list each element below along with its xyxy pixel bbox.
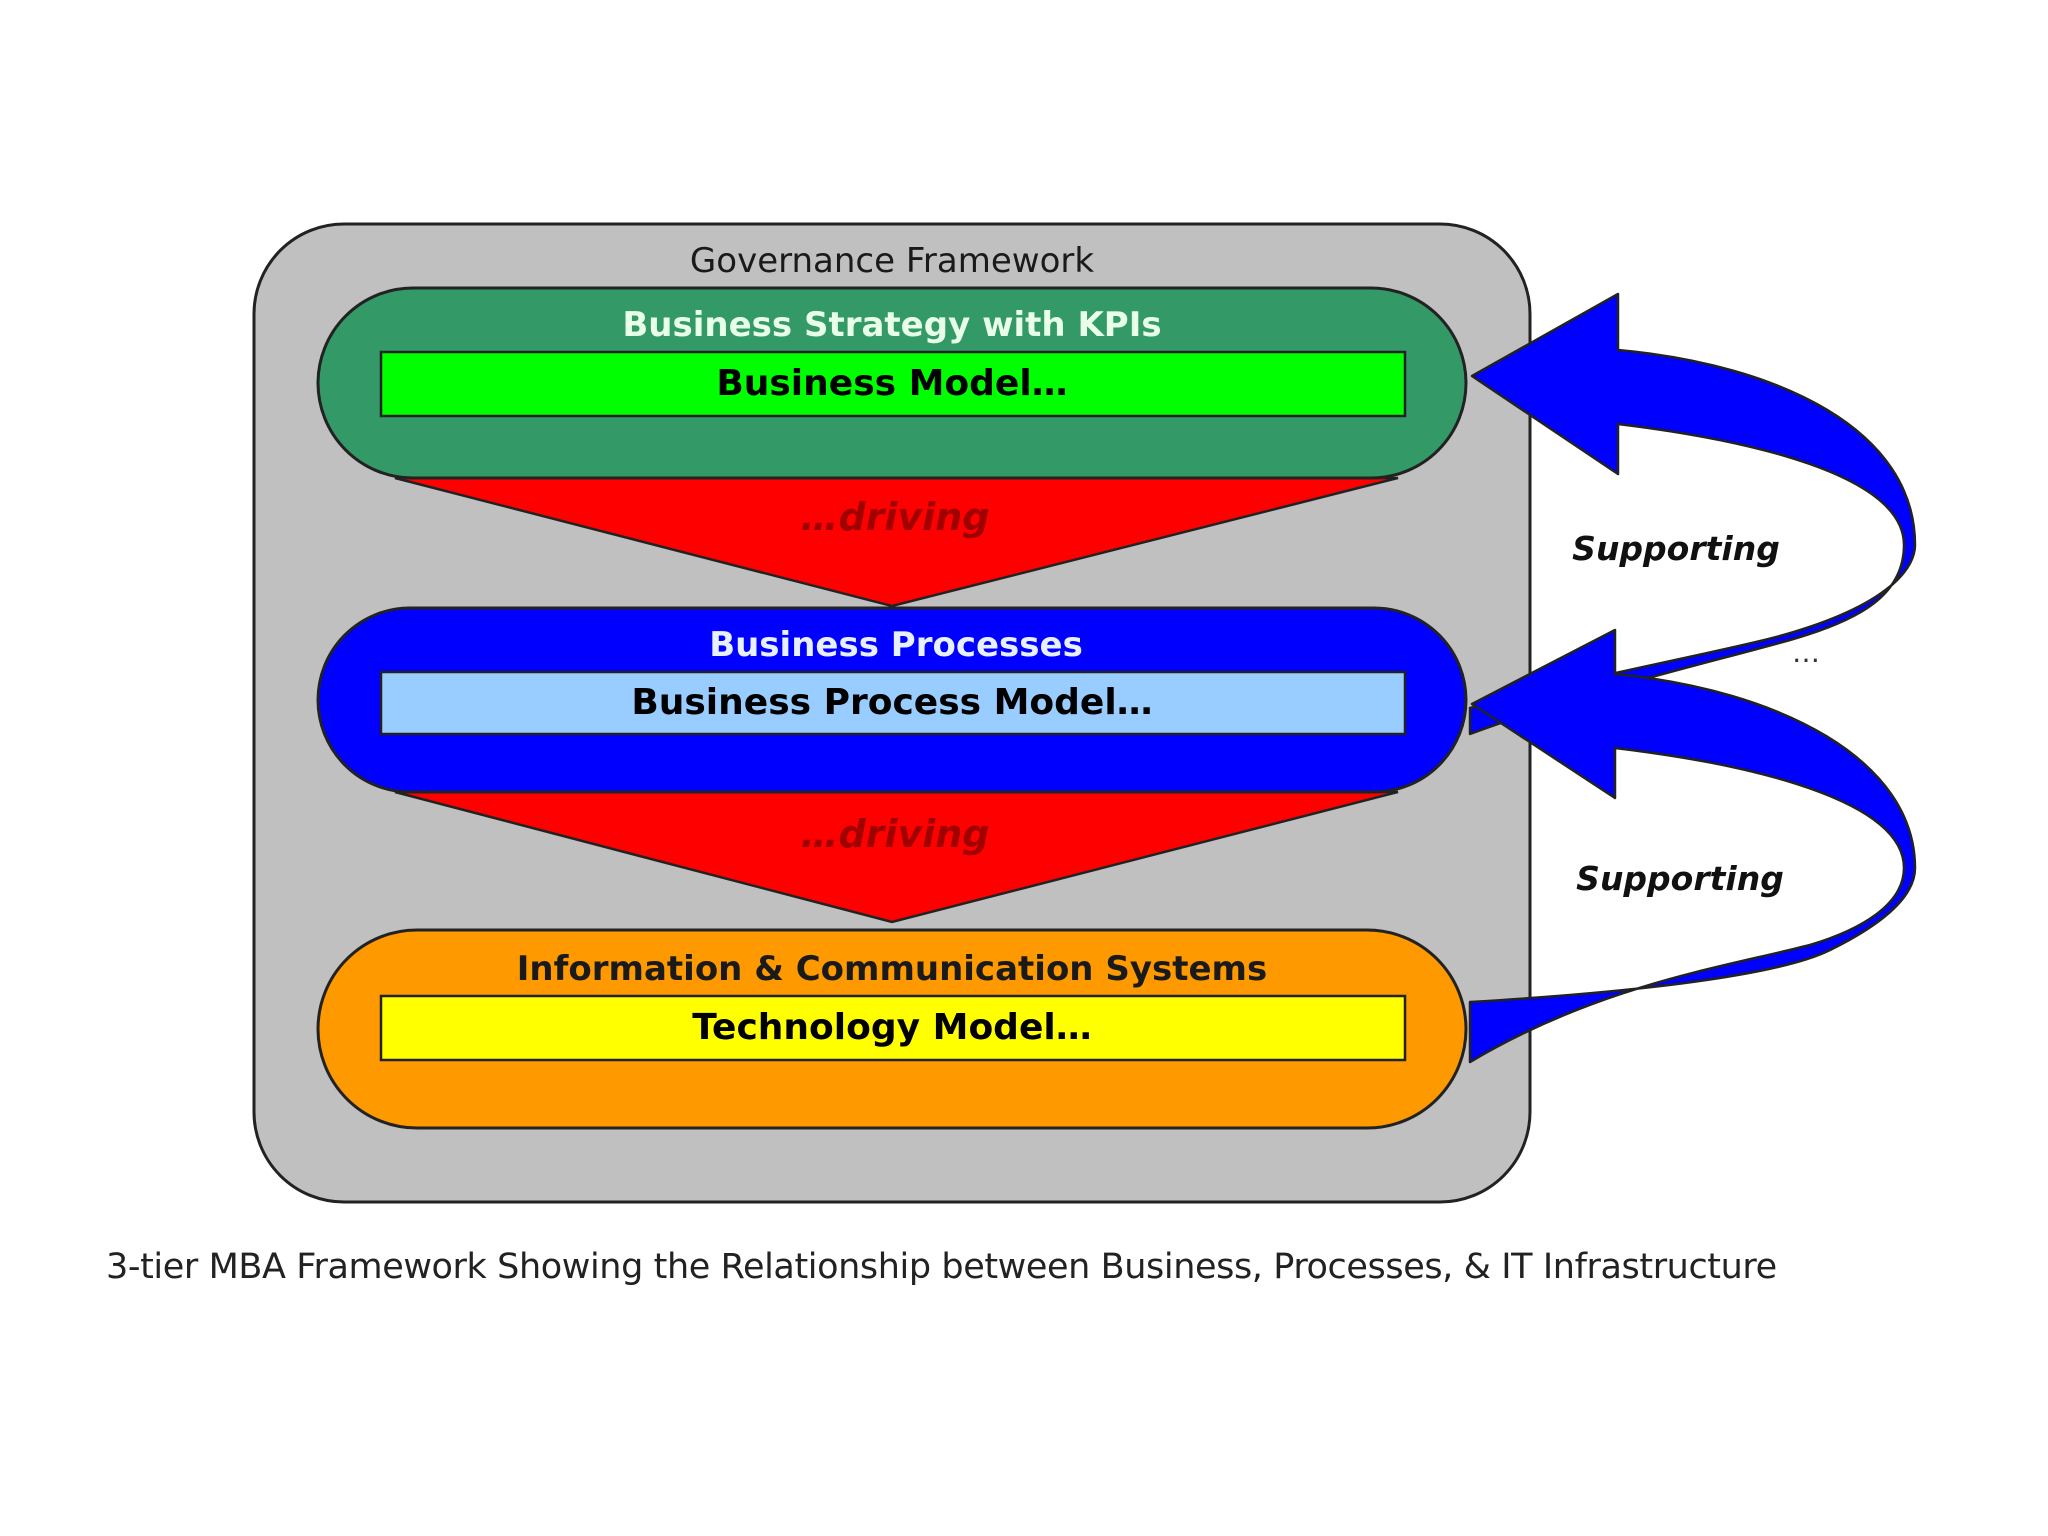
tier-business-processes-title: Business Processes [709,625,1083,665]
supporting-ellipsis: … [1792,636,1820,669]
business-process-model-label: Business Process Model… [631,682,1152,723]
driving-label-2: …driving [800,812,989,856]
governance-title: Governance Framework [690,241,1094,281]
tier-information-systems-title: Information & Communication Systems [517,949,1267,989]
business-model-label: Business Model… [716,363,1067,404]
technology-model-label: Technology Model… [692,1007,1091,1048]
supporting-label-2: Supporting [1576,859,1784,898]
supporting-label-1: Supporting [1572,529,1780,568]
driving-label-1: …driving [800,495,989,539]
supporting-arrow-1 [1468,292,1917,736]
technology-model-box [379,994,1407,1062]
supporting-arrow-2 [1468,628,1917,1064]
figure-caption: 3-tier MBA Framework Showing the Relatio… [106,1247,1777,1287]
tier-business-strategy-title: Business Strategy with KPIs [622,305,1161,345]
business-process-model-box [379,670,1407,736]
business-model-box [379,350,1407,418]
